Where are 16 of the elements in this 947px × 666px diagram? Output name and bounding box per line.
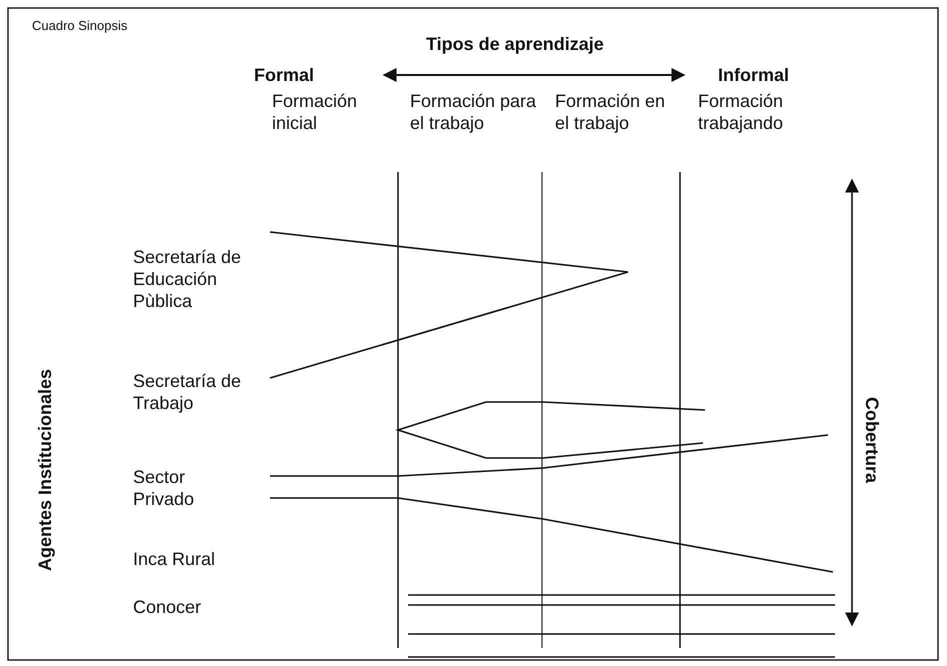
column-heading: Formación para el trabajo [410, 90, 538, 134]
row-label: Inca Rural [133, 548, 216, 570]
column-heading: Formación en el trabajo [555, 90, 666, 134]
chart-title: Cuadro Sinopsis [32, 17, 128, 35]
axis-heading: Tipos de aprendizaje [426, 33, 604, 55]
scale-end-label: Informal [718, 64, 790, 86]
row-label: Sector Privado [133, 466, 196, 510]
column-heading: Formación inicial [272, 90, 358, 134]
scale-end-label: Formal [254, 64, 314, 86]
column-heading: Formación trabajando [698, 90, 784, 134]
row-label: Secretaría de Educación Pùblica [133, 246, 242, 312]
arrow [382, 68, 686, 82]
row-label: Conocer [133, 596, 202, 618]
axis-title: Cobertura [861, 397, 883, 483]
row-label: Secretaría de Trabajo [133, 370, 242, 414]
axis-title: Agentes Institucionales [34, 368, 56, 572]
